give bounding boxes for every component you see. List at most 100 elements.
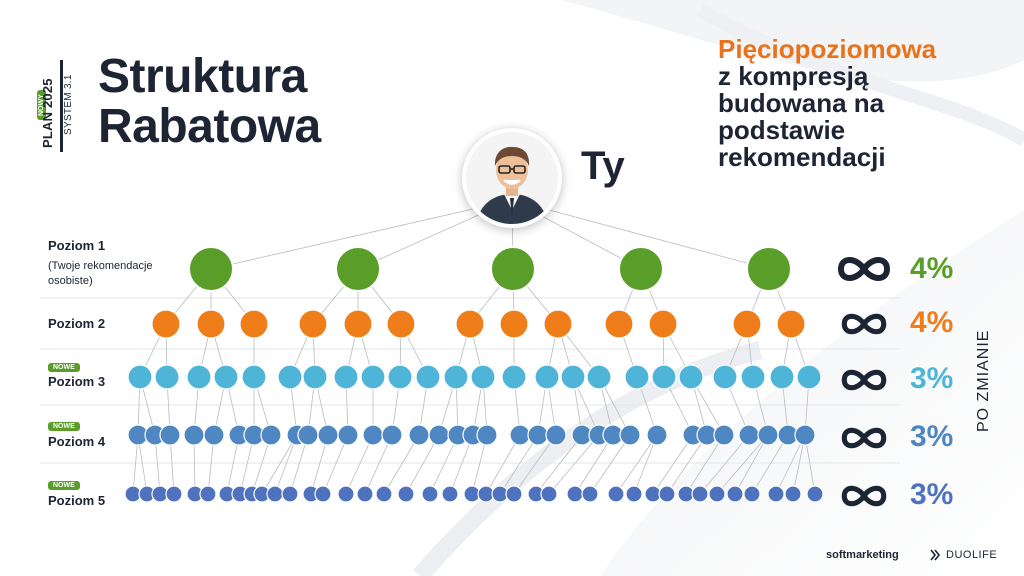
level-2-node bbox=[151, 309, 181, 339]
level-4-node bbox=[757, 424, 779, 446]
page-title: Struktura Rabatowa bbox=[98, 52, 321, 152]
level-5-label: Poziom 5 bbox=[48, 493, 106, 508]
level-5-new-badge: NOWE bbox=[48, 481, 80, 490]
level-4-node bbox=[476, 424, 498, 446]
level-3-node bbox=[586, 364, 612, 390]
connector-line bbox=[666, 434, 708, 495]
level-4-node bbox=[203, 424, 225, 446]
level-4-node bbox=[646, 424, 668, 446]
level-3-node bbox=[651, 364, 677, 390]
level-3-node bbox=[769, 364, 795, 390]
connector-line bbox=[589, 434, 631, 495]
level-5-node bbox=[658, 485, 676, 503]
level-4-label: Poziom 4 bbox=[48, 434, 106, 449]
title-line-2: Rabatowa bbox=[98, 100, 321, 153]
connector-line bbox=[322, 434, 349, 495]
level-4-node bbox=[794, 424, 816, 446]
level-4-node bbox=[260, 424, 282, 446]
level-5-node bbox=[743, 485, 761, 503]
level-1-node bbox=[618, 246, 664, 292]
level-3-node bbox=[796, 364, 822, 390]
level-3-node bbox=[154, 364, 180, 390]
connector-line bbox=[364, 434, 393, 495]
level-2-node bbox=[776, 309, 806, 339]
connector-line bbox=[485, 434, 521, 495]
level-3-node bbox=[443, 364, 469, 390]
level-5-node bbox=[397, 485, 415, 503]
connector-line bbox=[429, 434, 459, 495]
connector-line bbox=[511, 199, 770, 270]
level-5-node bbox=[375, 485, 393, 503]
level-3-node bbox=[740, 364, 766, 390]
level-4-node bbox=[297, 424, 319, 446]
level-3-node bbox=[333, 364, 359, 390]
level-3-percent: 3% bbox=[910, 362, 954, 395]
connector-line bbox=[405, 434, 440, 495]
tagline-rest: z kompresją budowana na podstawie rekome… bbox=[718, 61, 886, 172]
level-4-new-badge: NOWE bbox=[48, 422, 80, 431]
level-1-node bbox=[188, 246, 234, 292]
connector-line bbox=[615, 434, 658, 495]
level-3-node bbox=[127, 364, 153, 390]
infinity-icon bbox=[841, 369, 887, 391]
level-4-node bbox=[317, 424, 339, 446]
level-1-percent: 4% bbox=[910, 252, 954, 285]
avatar bbox=[462, 128, 562, 228]
level-5-node bbox=[767, 485, 785, 503]
level-3-node bbox=[277, 364, 303, 390]
level-5-node bbox=[540, 485, 558, 503]
level-5-node bbox=[314, 485, 332, 503]
level-2-node bbox=[196, 309, 226, 339]
level-3-new-badge: NOWE bbox=[48, 363, 80, 372]
level-1-node bbox=[490, 246, 536, 292]
level-3-node bbox=[560, 364, 586, 390]
level-5-node bbox=[199, 485, 217, 503]
connector-line bbox=[685, 434, 725, 495]
level-4-percent: 3% bbox=[910, 420, 954, 453]
level-5-node bbox=[806, 485, 824, 503]
person-photo-icon bbox=[466, 132, 558, 224]
infinity-icon bbox=[841, 427, 887, 449]
level-1-node bbox=[335, 246, 381, 292]
level-2-node bbox=[455, 309, 485, 339]
level-3-node bbox=[678, 364, 704, 390]
level-5-node bbox=[356, 485, 374, 503]
infinity-icon bbox=[841, 485, 887, 507]
level-5-node bbox=[421, 485, 439, 503]
level-3-node bbox=[213, 364, 239, 390]
level-5-node bbox=[281, 485, 299, 503]
infinity-icon bbox=[837, 257, 891, 281]
level-3-node bbox=[501, 364, 527, 390]
softmarketing-logo: softmarketing bbox=[826, 549, 899, 561]
level-4-node bbox=[183, 424, 205, 446]
level-2-percent: 4% bbox=[910, 306, 954, 339]
level-4-node bbox=[159, 424, 181, 446]
level-5-node bbox=[607, 485, 625, 503]
level-3-node bbox=[302, 364, 328, 390]
level-2-node bbox=[648, 309, 678, 339]
node-layer bbox=[124, 246, 824, 503]
connector-line bbox=[513, 434, 557, 495]
level-5-node bbox=[505, 485, 523, 503]
level-4-node bbox=[362, 424, 384, 446]
level-5-node bbox=[581, 485, 599, 503]
level-1-subtitle: (Twoje rekomendacje osobiste) bbox=[48, 260, 153, 287]
connector-line bbox=[751, 434, 789, 495]
infinity-icon bbox=[841, 313, 887, 335]
connector-line bbox=[261, 434, 298, 495]
connector-line bbox=[699, 434, 750, 495]
level-5-node bbox=[726, 485, 744, 503]
level-2-node bbox=[543, 309, 573, 339]
side-note: PO ZMIANIE bbox=[975, 329, 992, 432]
connector-line bbox=[574, 434, 614, 495]
level-2-node bbox=[298, 309, 328, 339]
level-4-node bbox=[408, 424, 430, 446]
connector-line bbox=[499, 434, 539, 495]
badge-divider bbox=[60, 60, 63, 152]
level-1-label: Poziom 1 bbox=[48, 238, 106, 253]
level-4-node bbox=[428, 424, 450, 446]
connector-line bbox=[716, 434, 769, 495]
connector-line bbox=[734, 434, 769, 495]
duolife-logo-icon bbox=[930, 549, 941, 561]
